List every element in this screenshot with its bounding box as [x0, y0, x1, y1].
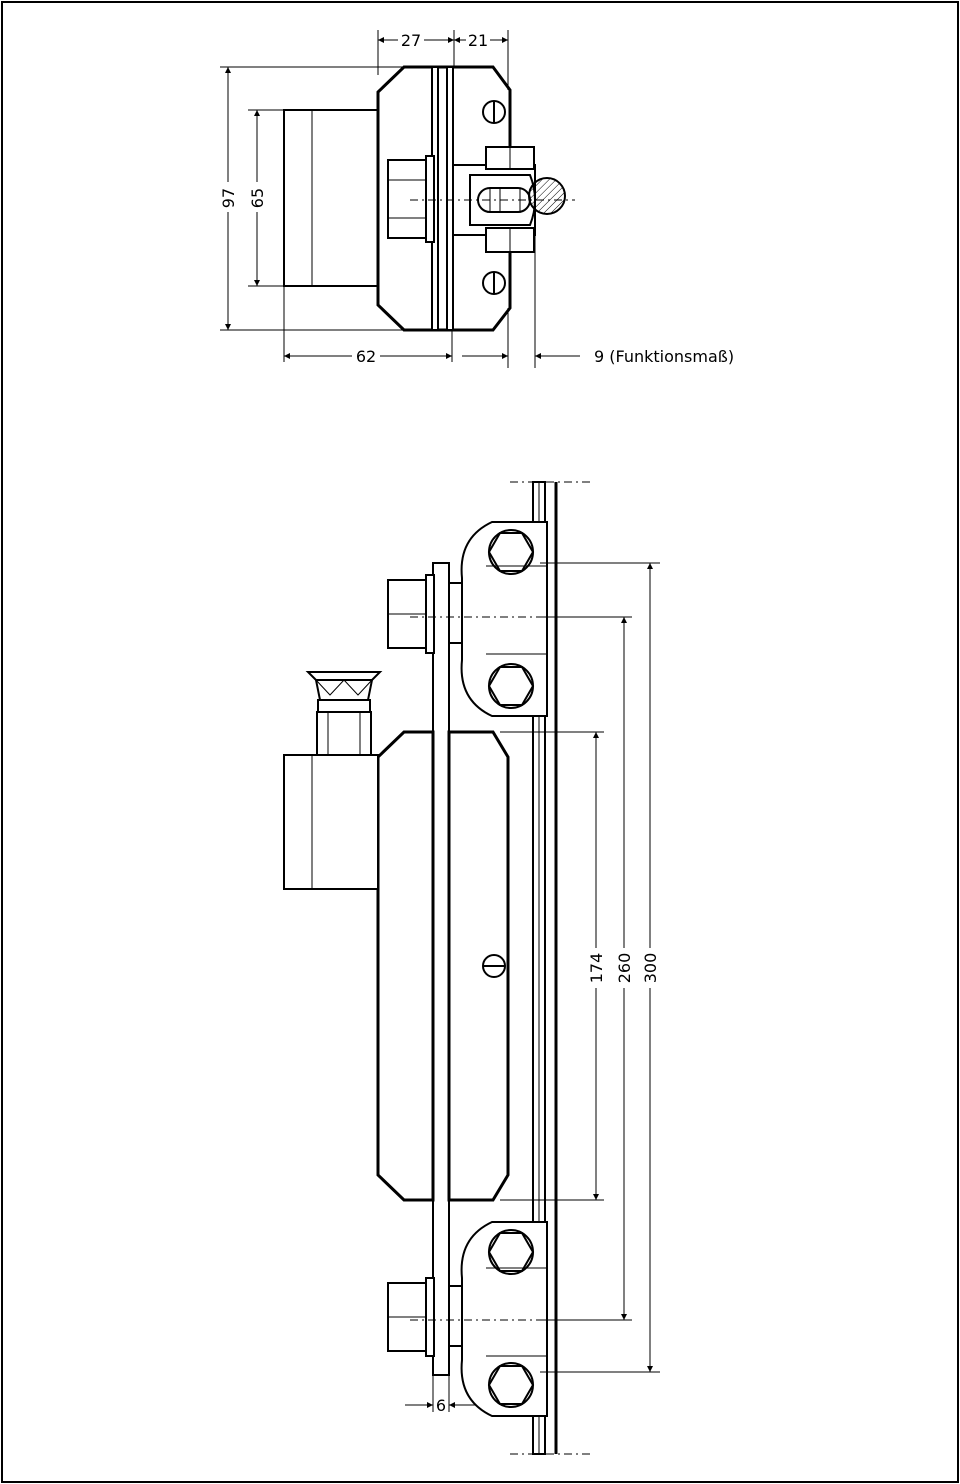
solenoid-block-top	[283, 109, 379, 287]
dim-300: 300	[641, 953, 660, 984]
connector-nut	[314, 679, 374, 701]
solenoid-block-side	[283, 754, 379, 890]
dim-174: 174	[587, 953, 606, 984]
top-view	[283, 65, 575, 332]
dim-97: 97	[219, 188, 238, 208]
dim-65: 65	[248, 188, 267, 208]
lower-bracket	[387, 1221, 560, 1417]
side-view	[283, 481, 590, 1455]
guide-plate-side	[432, 562, 450, 1376]
connector-body	[316, 711, 372, 756]
top-dimensions: 27 21 97 65 62 9 (Funktionsmaß)	[218, 30, 734, 368]
upper-bracket	[387, 521, 560, 717]
dim-9-functional: 9 (Funktionsmaß)	[594, 347, 734, 366]
dim-27: 27	[401, 31, 421, 50]
side-dimensions: 174 260 300 6	[405, 562, 660, 1415]
housing-top	[376, 65, 512, 332]
housing-side	[376, 730, 435, 1202]
dim-21: 21	[468, 31, 488, 50]
pin-hatched	[528, 177, 566, 215]
dim-6: 6	[436, 1396, 446, 1415]
nut-top-left	[387, 159, 427, 239]
dim-62: 62	[356, 347, 376, 366]
dim-260: 260	[615, 953, 634, 984]
